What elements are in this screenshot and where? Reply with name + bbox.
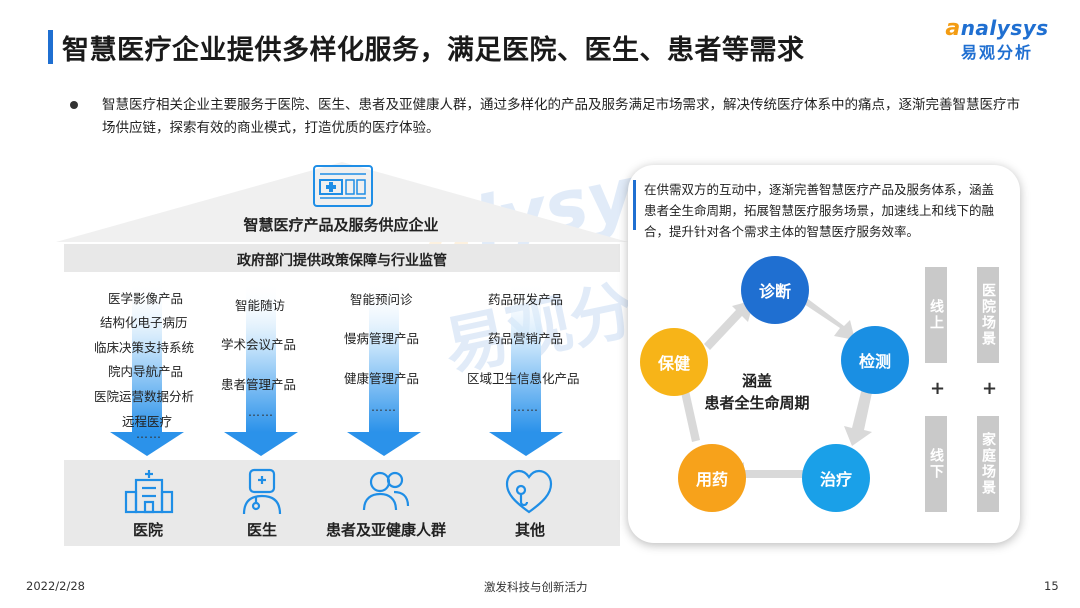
brand-logo: analysys 易观分析 <box>942 16 1052 70</box>
home-scene-box: 家庭场景 <box>977 416 999 512</box>
supplier-device-icon <box>313 165 373 207</box>
hospital-icon <box>124 470 174 514</box>
col1-item: 远程医疗 <box>122 414 173 429</box>
col1-item: 医学影像产品 <box>108 291 184 306</box>
target-label-patients: 患者及亚健康人群 <box>325 521 446 539</box>
stage-healthcare: 保健 <box>640 328 708 396</box>
col3-item: 慢病管理产品 <box>344 331 420 346</box>
logo-wordmark: analysys <box>945 16 1049 41</box>
col1-item: 结构化电子病历 <box>100 315 188 330</box>
target-label-hospital: 医院 <box>132 521 163 539</box>
stethoscope-heart-icon <box>505 469 553 514</box>
plus-online-offline: + <box>930 378 946 399</box>
col4-more: …… <box>513 400 539 414</box>
col2-item: 患者管理产品 <box>221 377 297 392</box>
footer-slogan: 激发科技与创新活力 <box>484 580 588 594</box>
col3-item: 智能预问诊 <box>350 292 413 307</box>
center-line-1: 涵盖 <box>741 372 772 390</box>
footer-date: 2022/2/28 <box>26 579 85 593</box>
arrow-col-4 <box>489 282 563 456</box>
offline-box: 线下 <box>925 416 947 512</box>
supplier-label: 智慧医疗产品及服务供应企业 <box>243 216 439 234</box>
government-label: 政府部门提供政策保障与行业监管 <box>237 253 447 269</box>
arrow-col-2 <box>224 282 298 456</box>
center-line-2: 患者全生命周期 <box>704 394 810 412</box>
house-roof <box>56 162 628 242</box>
col1-more: …… <box>136 427 162 441</box>
panel-accent-bar <box>633 180 636 230</box>
stage-diagnose: 诊断 <box>741 256 809 324</box>
col1-item: 院内导航产品 <box>108 364 184 379</box>
page-number: 15 <box>1044 579 1059 593</box>
arrow-col-3 <box>347 282 421 456</box>
plus-scenes: + <box>982 378 998 399</box>
hospital-scene-box: 医院场景 <box>977 267 999 363</box>
col2-item: 智能随访 <box>235 298 286 313</box>
government-bar <box>64 244 620 272</box>
logo-chinese: 易观分析 <box>960 43 1033 62</box>
stage-detect: 检测 <box>841 326 909 394</box>
col1-item: 医院运营数据分析 <box>94 389 195 404</box>
column-arrows <box>110 282 563 456</box>
online-box: 线上 <box>925 267 947 363</box>
arrow-col-1 <box>110 282 184 456</box>
target-label-doctor: 医生 <box>246 521 277 539</box>
intro-text: 智慧医疗相关企业主要服务于医院、医生、患者及亚健康人群，通过多样化的产品及服务满… <box>102 97 1020 136</box>
col3-more: …… <box>371 400 397 414</box>
people-icon <box>362 471 410 511</box>
col1-item: 临床决策支持系统 <box>94 340 195 355</box>
title-accent-bar <box>48 30 53 64</box>
page-title: 智慧医疗企业提供多样化服务，满足医院、医生、患者等需求 <box>62 35 805 66</box>
col3-item: 健康管理产品 <box>344 371 420 386</box>
col4-item: 药品研发产品 <box>488 292 564 307</box>
stage-treat: 治疗 <box>802 444 870 512</box>
target-label-other: 其他 <box>514 521 545 539</box>
cycle-arrows <box>672 296 876 486</box>
col2-item: 学术会议产品 <box>221 337 297 352</box>
col4-item: 区域卫生信息化产品 <box>467 371 580 386</box>
lifecycle-description: 在供需双方的互动中，逐渐完善智慧医疗产品及服务体系，涵盖患者全生命周期，拓展智慧… <box>644 182 995 239</box>
cycle-center-label: 涵盖 患者全生命周期 <box>697 370 817 414</box>
col4-item: 药品营销产品 <box>488 331 564 346</box>
stage-medicine: 用药 <box>678 444 746 512</box>
bullet-dot <box>70 101 78 109</box>
doctor-icon <box>242 468 282 515</box>
col2-more: …… <box>248 405 274 419</box>
